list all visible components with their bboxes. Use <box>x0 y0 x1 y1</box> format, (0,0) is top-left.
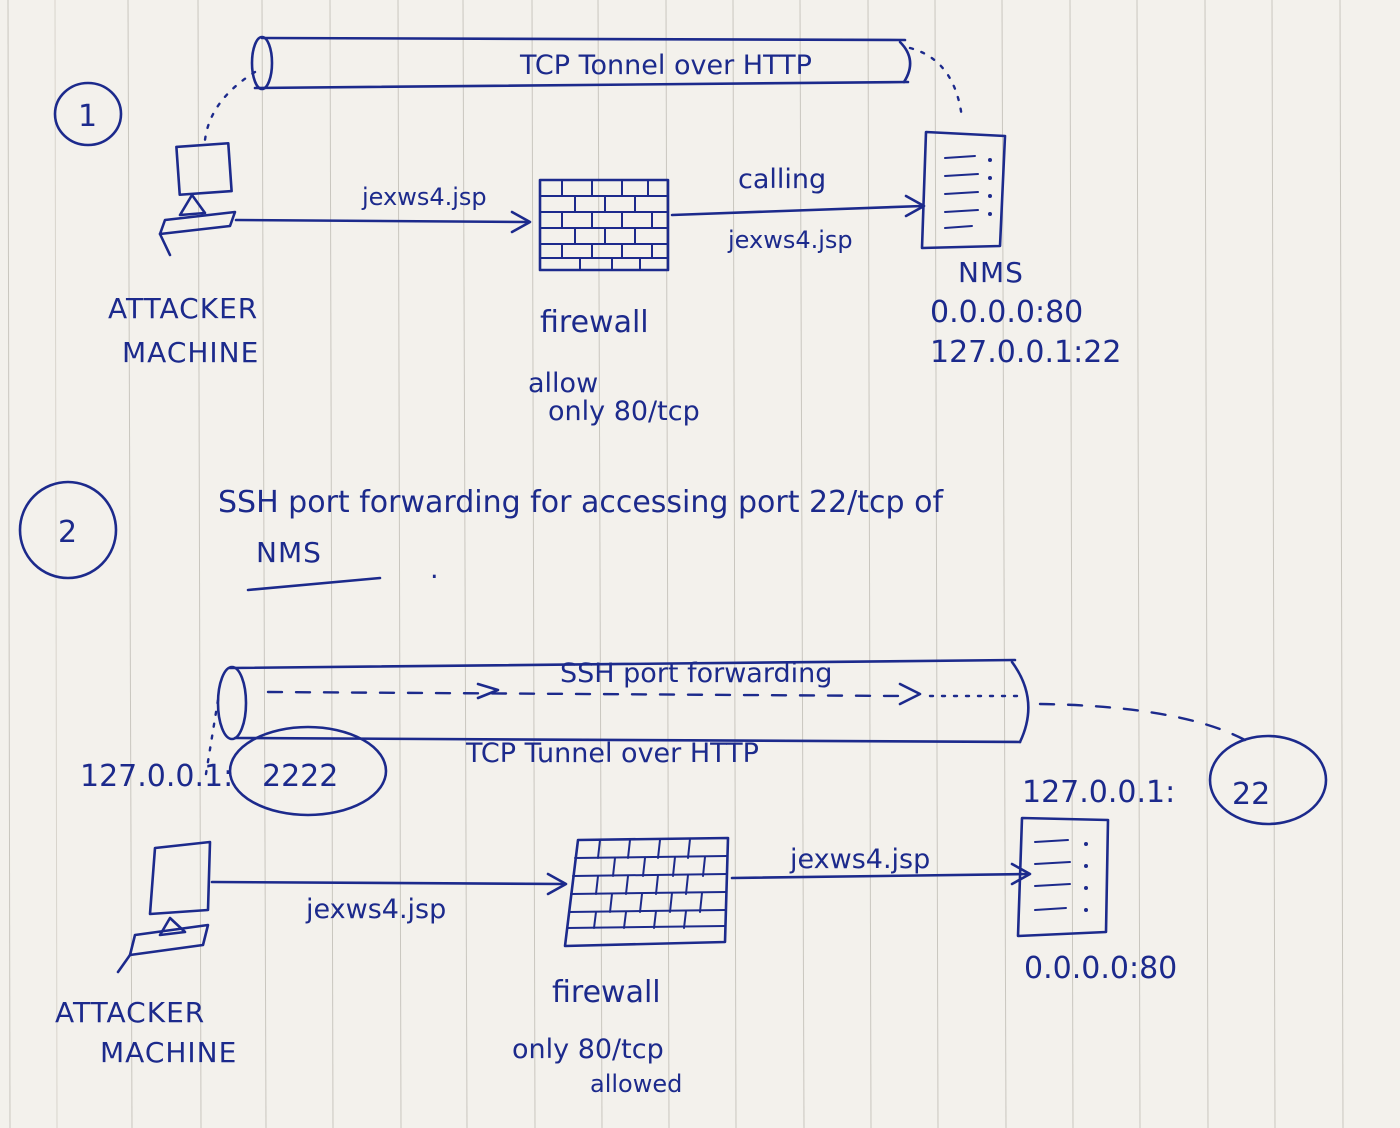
step2-forward-to-port22 <box>1038 702 1247 742</box>
step2-firewall-note-line1: only 80/tcp <box>512 1034 664 1065</box>
step1-arrow-to-nms <box>670 204 924 217</box>
step1-nms-bind1: 0.0.0.0:80 <box>930 295 1083 330</box>
step1-number: 1 <box>78 99 97 134</box>
step2-section: 2 SSH port forwarding for accessing port… <box>18 480 1328 1098</box>
step2-firewall-note-line2: allowed <box>590 1070 682 1098</box>
step1-attacker-machine-icon <box>158 141 237 257</box>
step1-calling-label-line1: calling <box>738 164 826 195</box>
step1-firewall-icon <box>538 178 670 272</box>
step1-tunnel-link-left <box>203 70 257 142</box>
step2-ssh-flow-line <box>266 690 902 698</box>
step2-number: 2 <box>58 515 77 550</box>
step2-remote-addr: 127.0.0.1: <box>1022 775 1175 810</box>
step2-attacker-label-line2: MACHINE <box>100 1036 237 1069</box>
step2-nms-bind: 0.0.0.0:80 <box>1024 951 1177 986</box>
step2-firewall-label: firewall <box>552 975 661 1010</box>
step2-request-label-left: jexws4.jsp <box>305 894 446 925</box>
step1-firewall-note-line2: only 80/tcp <box>548 396 700 427</box>
step1-arrow-to-firewall <box>234 218 530 224</box>
step1-calling-label-line2: jexws4.jsp <box>727 226 853 254</box>
step2-attacker-machine-icon <box>116 840 212 974</box>
step2-request-label-right: jexws4.jsp <box>789 844 930 875</box>
step1-section: 1 TCP Tonnel over HTTP ATTACKER MACHINE … <box>53 35 1121 427</box>
step1-attacker-label-line1: ATTACKER <box>108 292 258 325</box>
step1-tunnel-label: TCP Tonnel over HTTP <box>519 50 812 81</box>
step2-attacker-label-line1: ATTACKER <box>55 996 205 1029</box>
step1-firewall-note-line1: allow <box>528 368 598 399</box>
step1-nms-label: NMS <box>958 256 1024 289</box>
step1-request-label: jexws4.jsp <box>361 183 487 211</box>
step2-remote-port: 22 <box>1232 777 1270 812</box>
step2-tunnel-label: TCP Tunnel over HTTP <box>465 738 759 769</box>
step2-arrow-to-firewall <box>210 880 567 886</box>
step2-heading: SSH port forwarding for accessing port 2… <box>218 485 944 520</box>
step1-number-circle <box>53 81 123 147</box>
step2-nms-server-icon <box>1016 816 1110 938</box>
step2-local-port: 2222 <box>262 759 338 794</box>
step1-attacker-label-line2: MACHINE <box>122 336 259 369</box>
paper-rules <box>7 0 1344 1128</box>
step1-firewall-label: firewall <box>540 305 649 340</box>
step2-remote-port-circle <box>1208 734 1328 826</box>
step2-local-port-circle <box>228 725 388 817</box>
step2-tunnel: SSH port forwarding TCP Tunnel over HTTP <box>216 658 1030 769</box>
step2-local-addr: 127.0.0.1: <box>80 759 233 794</box>
step1-tunnel-link-right <box>908 46 964 120</box>
step1-nms-server-icon <box>920 130 1007 250</box>
step2-heading-underline <box>246 576 382 592</box>
step1-nms-bind2: 127.0.0.1:22 <box>930 335 1121 370</box>
step2-arrow-to-nms <box>730 872 1030 880</box>
step2-ssh-label: SSH port forwarding <box>560 658 832 689</box>
step2-number-circle <box>18 480 118 580</box>
step2-heading-cont: NMS <box>256 536 322 569</box>
step1-tunnel: TCP Tonnel over HTTP <box>250 35 912 91</box>
step2-firewall-icon <box>563 836 730 948</box>
step2-heading-end: . <box>430 554 439 585</box>
step2-tunnel-link-left <box>203 698 220 782</box>
